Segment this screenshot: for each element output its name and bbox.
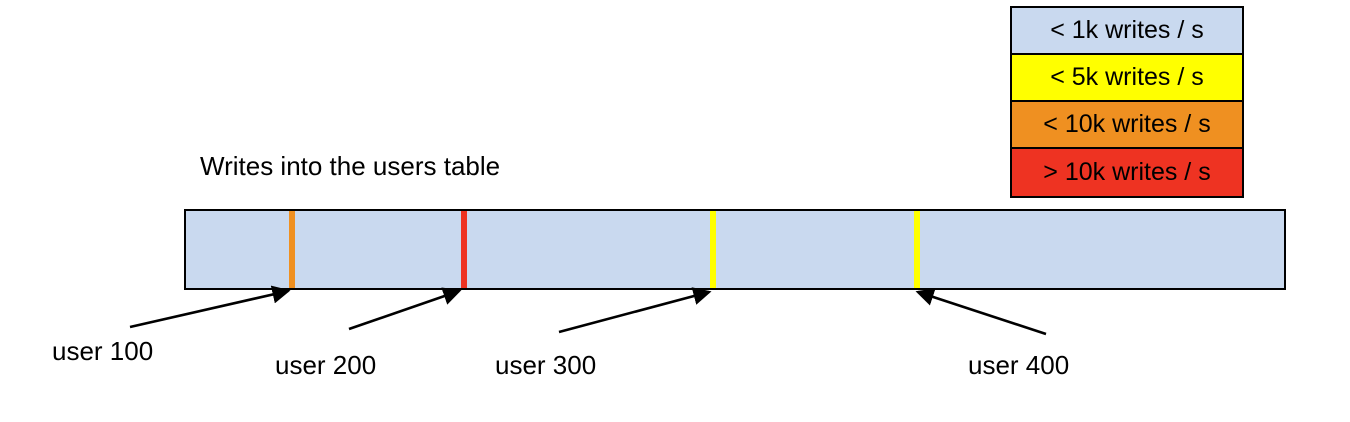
marker-user-300 bbox=[710, 211, 716, 288]
annotation-label-user-100: user 100 bbox=[52, 336, 154, 366]
annotation-label-user-300: user 300 bbox=[495, 350, 597, 380]
marker-user-400 bbox=[914, 211, 920, 288]
legend-label-over-10k: > 10k writes / s bbox=[1043, 158, 1211, 186]
legend-row-under-10k: < 10k writes / s bbox=[1012, 102, 1242, 149]
chart-title: Writes into the users table bbox=[200, 151, 501, 181]
users-table-keyspace-bar bbox=[184, 209, 1286, 290]
annotation-label-user-200: user 200 bbox=[275, 350, 377, 380]
marker-user-100 bbox=[289, 211, 295, 288]
legend-row-under-1k: < 1k writes / s bbox=[1012, 8, 1242, 55]
legend-row-over-10k: > 10k writes / s bbox=[1012, 149, 1242, 196]
annotation-label-user-400: user 400 bbox=[968, 350, 1070, 380]
marker-user-200 bbox=[461, 211, 467, 288]
legend-label-under-10k: < 10k writes / s bbox=[1043, 110, 1211, 138]
write-throughput-legend: < 1k writes / s < 5k writes / s < 10k wr… bbox=[1010, 6, 1244, 198]
legend-label-under-5k: < 5k writes / s bbox=[1050, 63, 1204, 91]
legend-label-under-1k: < 1k writes / s bbox=[1050, 16, 1204, 44]
legend-row-under-5k: < 5k writes / s bbox=[1012, 55, 1242, 102]
